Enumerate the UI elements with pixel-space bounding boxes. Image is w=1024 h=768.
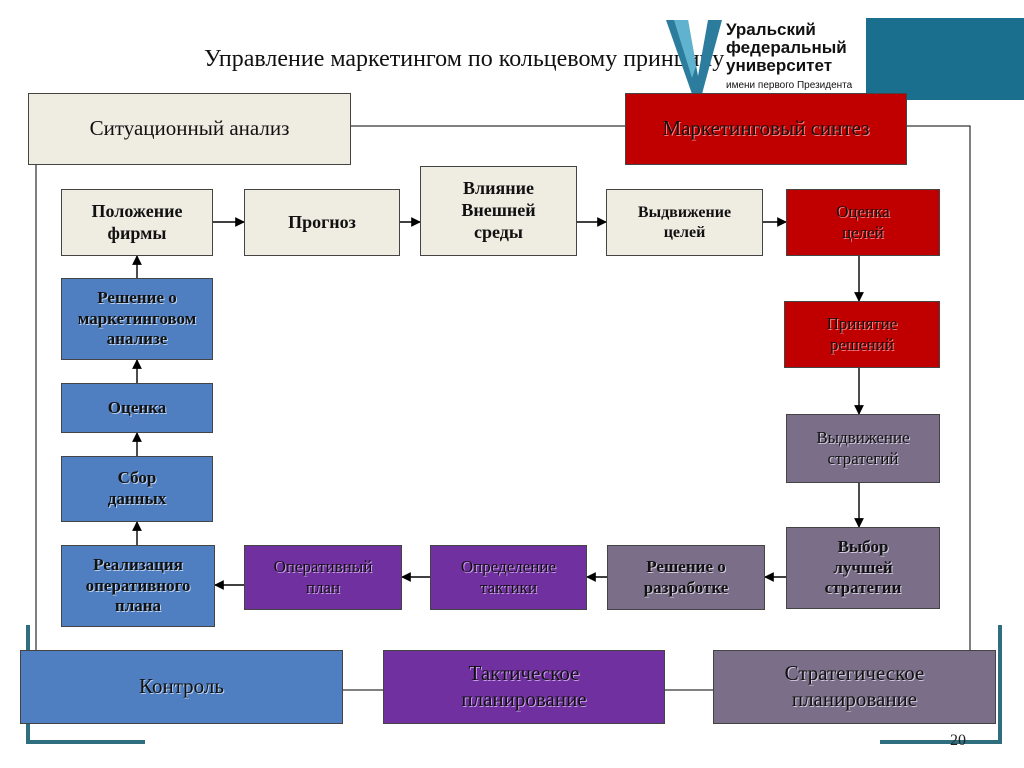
slide-title: Управление маркетингом по кольцевому при… [204, 46, 725, 72]
ring-lines [35, 125, 971, 691]
node-best-strategy: Выбор лучшей стратегии [786, 527, 940, 609]
node-operational-plan: Оперативный план [244, 545, 402, 610]
logo-band [866, 18, 1024, 100]
node-control: Контроль [20, 650, 343, 724]
logo-line-3: университет [726, 56, 833, 75]
logo-line-2: федеральный [726, 38, 847, 57]
node-forecast: Прогноз [244, 189, 400, 256]
node-marketing-synthesis: Маркетинговый синтез [625, 93, 907, 165]
node-goal-setting: Выдвижение целей [606, 189, 763, 256]
page-number: 20 [950, 732, 966, 749]
node-tactical-planning: Тактическое планирование [383, 650, 665, 724]
node-goal-evaluation: Оценка целей [786, 189, 940, 256]
node-marketing-analysis-decision: Решение о маркетинговом анализе [61, 278, 213, 360]
node-firm-position: Положение фирмы [61, 189, 213, 256]
node-strategy-proposal: Выдвижение стратегий [786, 414, 940, 483]
logo-line-4: имени первого Президента [726, 80, 853, 91]
ural-logo-icon [666, 20, 722, 94]
node-data-collection: Сбор данных [61, 456, 213, 522]
university-logo: Уральский федеральный университет имени … [664, 16, 864, 96]
node-development-decision: Решение о разработке [607, 545, 765, 610]
node-strategic-planning: Стратегическое планирование [713, 650, 996, 724]
node-plan-implementation: Реализация оперативного плана [61, 545, 215, 627]
flow-arrows [132, 217, 864, 590]
node-tactics-definition: Определение тактики [430, 545, 587, 610]
logo-line-1: Уральский [726, 20, 816, 39]
node-assessment: Оценка [61, 383, 213, 433]
node-decision-making: Принятие решений [784, 301, 940, 368]
node-situational-analysis: Ситуационный анализ [28, 93, 351, 165]
node-external-impact: Влияние Внешней среды [420, 166, 577, 256]
